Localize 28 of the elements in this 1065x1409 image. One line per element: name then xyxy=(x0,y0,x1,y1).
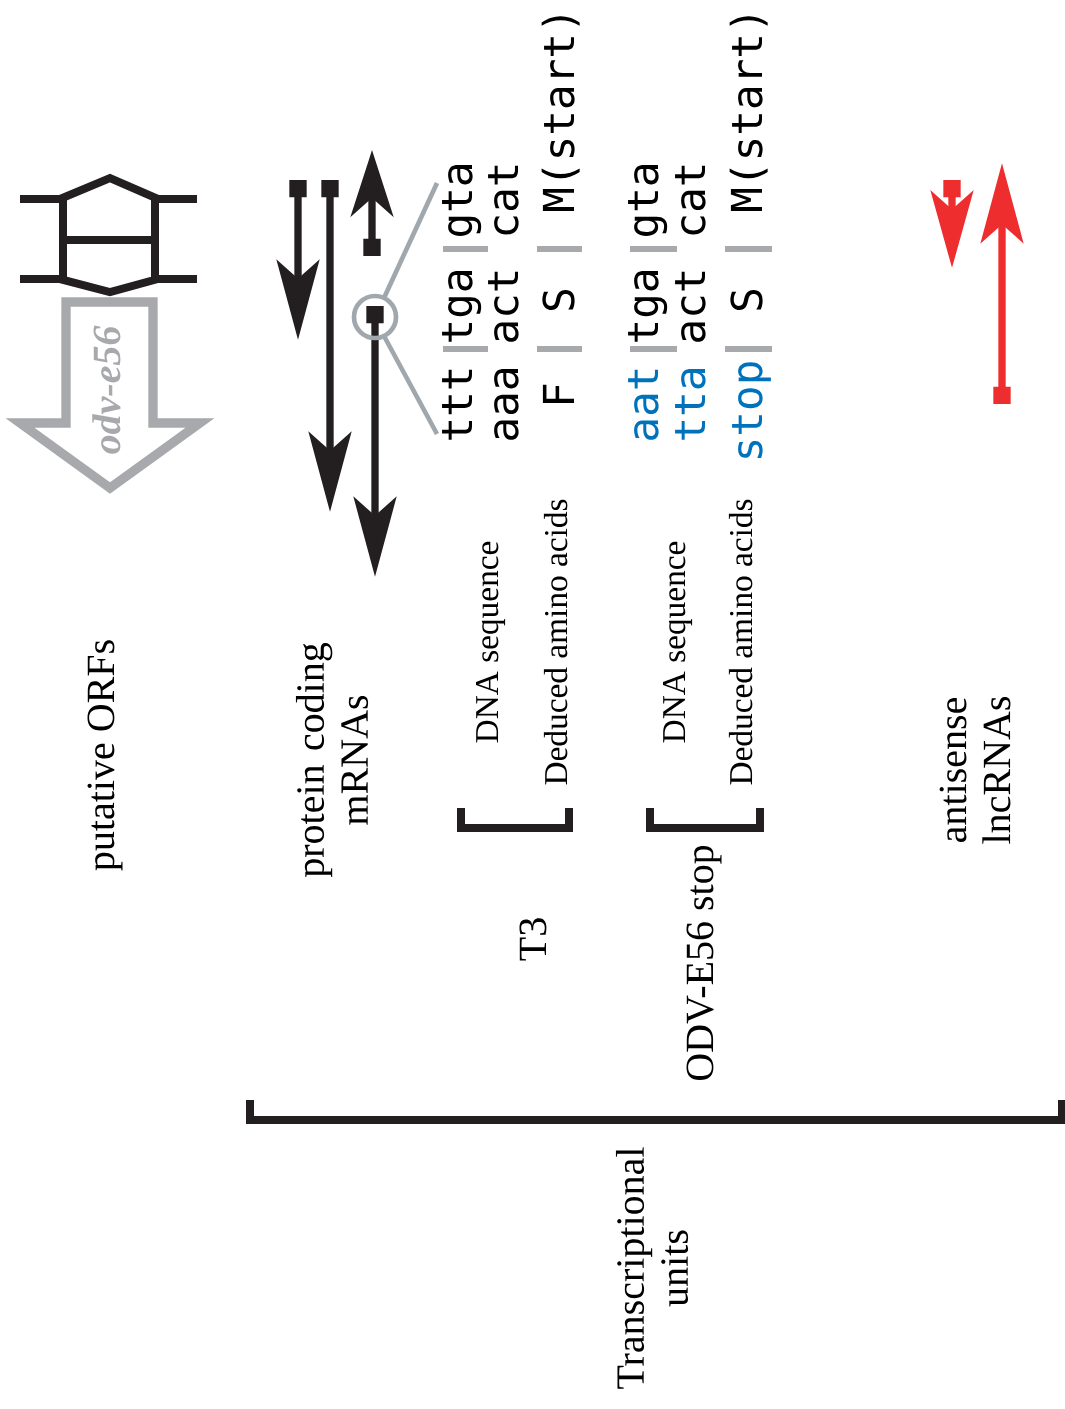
sequence-text: cat xyxy=(675,165,706,235)
sequence-text: aat xyxy=(628,369,659,440)
sequence-text: tta xyxy=(675,369,706,440)
sequence-text: tga xyxy=(442,271,482,342)
row-label: ODV-E56 stop xyxy=(686,845,722,1081)
section-label: antisense lncRNAs xyxy=(939,697,1011,844)
sequence-text: ttt xyxy=(442,369,472,440)
row-label: DNA sequence xyxy=(663,541,693,743)
row-label: DNA sequence xyxy=(476,541,506,743)
sequence-text: cat xyxy=(488,165,519,235)
section-label: putative ORFs xyxy=(87,640,123,871)
sequence-text: gta xyxy=(628,165,668,236)
sequence-text: gta xyxy=(442,165,482,236)
section-label: Transcriptional units xyxy=(615,1147,689,1389)
section-label: protein coding mRNAs xyxy=(295,643,369,878)
row-label: Deduced amino acids xyxy=(543,499,568,785)
amino-acid-text: M(start) xyxy=(541,16,580,211)
amino-acid-text: M(start) xyxy=(729,16,768,211)
row-label: T3 xyxy=(519,918,547,961)
amino-acid-text: S xyxy=(542,289,575,310)
amino-acid-text: S xyxy=(730,289,763,310)
sequence-text: act xyxy=(675,271,706,342)
sequence-text: act xyxy=(488,271,519,342)
sequence-text: aaa xyxy=(494,369,519,440)
amino-acid-text: F xyxy=(542,384,574,403)
row-label: Deduced amino acids xyxy=(728,499,753,785)
amino-acid-text: stop xyxy=(732,362,771,458)
sequence-text: tga xyxy=(628,271,668,342)
